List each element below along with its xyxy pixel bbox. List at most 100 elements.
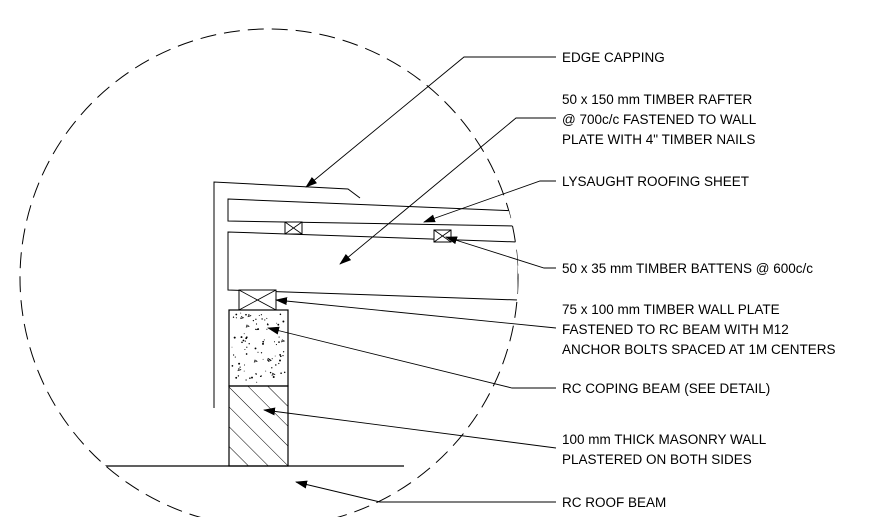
- stipple-dot: [262, 358, 264, 360]
- stipple-dot: [260, 314, 263, 316]
- stipple-dot: [245, 353, 248, 355]
- stipple-dot: [264, 319, 266, 321]
- stipple-dot: [280, 372, 282, 374]
- stipple-dot: [249, 377, 251, 379]
- stipple-dot: [238, 362, 241, 365]
- stipple-dot: [248, 343, 250, 345]
- label-coping-beam: RC COPING BEAM (SEE DETAIL): [562, 381, 770, 396]
- leader-battens: [445, 236, 556, 269]
- stipple-dot: [282, 320, 285, 323]
- timber-batten-2: [433, 229, 452, 243]
- leader-masonry-wall: [263, 407, 557, 449]
- stipple-dot: [246, 337, 248, 339]
- label-edge-capping: EDGE CAPPING: [562, 50, 665, 65]
- stipple-dot: [243, 339, 245, 341]
- stipple-dot: [237, 375, 240, 377]
- leader-roofing-sheet: [423, 180, 556, 223]
- stipple-dot: [254, 347, 257, 350]
- concrete-stipple: [231, 312, 286, 383]
- stipple-dot: [241, 341, 243, 344]
- label-wall-plate: 75 x 100 mm TIMBER WALL PLATE FASTENED T…: [562, 302, 836, 357]
- leader-edge-capping: [305, 56, 556, 188]
- stipple-dot: [232, 354, 235, 356]
- stipple-dot: [240, 336, 243, 339]
- label-masonry-wall: 100 mm THICK MASONRY WALL PLASTERED ON B…: [562, 432, 770, 467]
- leader-lines: [263, 56, 557, 503]
- masonry-wall-hatch: [228, 385, 289, 467]
- timber-batten-1: [284, 221, 303, 235]
- stipple-dot: [231, 346, 233, 348]
- stipple-dot: [260, 375, 262, 377]
- stipple-dot: [269, 371, 272, 374]
- stipple-dot: [233, 336, 236, 339]
- stipple-dot: [266, 317, 268, 319]
- stipple-dot: [231, 365, 234, 367]
- roofing-sheet: [227, 198, 518, 227]
- stipple-dot: [244, 348, 246, 351]
- stipple-dot: [243, 364, 246, 366]
- stipple-dot: [272, 376, 275, 378]
- stipple-aggregate: [240, 316, 245, 320]
- stipple-dot: [282, 351, 285, 353]
- stipple-dot: [252, 319, 255, 322]
- stipple-dot: [255, 318, 257, 320]
- label-rafter: 50 x 150 mm TIMBER RAFTER @ 700c/c FASTE…: [562, 92, 760, 147]
- leader-wall-plate: [275, 297, 557, 329]
- leader-rafter: [339, 117, 556, 265]
- stipple-dot: [279, 359, 281, 362]
- stipple-dot: [244, 340, 246, 342]
- stipple-dot: [234, 356, 236, 358]
- stipple-dot: [278, 341, 280, 343]
- stipple-aggregate: [245, 324, 250, 328]
- stipple-dot: [255, 323, 258, 325]
- stipple-aggregate: [237, 368, 242, 372]
- stipple-dot: [273, 341, 276, 343]
- stipple-dot: [260, 352, 263, 354]
- label-roofing-sheet: LYSAUGHT ROOFING SHEET: [562, 174, 749, 189]
- stipple-dot: [278, 336, 280, 338]
- stipple-aggregate: [247, 314, 252, 318]
- stipple-dot: [255, 328, 257, 330]
- stipple-dot: [235, 376, 238, 379]
- stipple-dot: [255, 373, 257, 374]
- leader-roof-beam: [295, 480, 556, 503]
- stipple-dot: [279, 355, 282, 358]
- stipple-dot: [266, 328, 268, 330]
- stipple-dot: [262, 342, 264, 345]
- stipple-dot: [246, 346, 248, 348]
- rc-coping-beam: [228, 309, 289, 387]
- stipple-dot: [261, 318, 263, 320]
- label-battens: 50 x 35 mm TIMBER BATTENS @ 600c/c: [562, 261, 813, 276]
- stipple-dot: [275, 364, 277, 366]
- stipple-dot: [278, 362, 280, 365]
- stipple-aggregate: [253, 359, 258, 363]
- stipple-dot: [267, 324, 269, 326]
- stipple-dot: [258, 314, 260, 317]
- stipple-aggregate: [281, 339, 286, 343]
- stipple-dot: [245, 313, 247, 316]
- stipple-dot: [277, 323, 280, 326]
- stipple-dot: [256, 381, 258, 383]
- stipple-dot: [263, 339, 265, 341]
- stipple-dot: [243, 370, 245, 372]
- stipple-dot: [235, 317, 237, 319]
- stipple-dot: [239, 366, 241, 368]
- stipple-aggregate: [271, 372, 276, 376]
- stipple-dot: [279, 313, 282, 316]
- stipple-dot: [232, 316, 235, 318]
- stipple-dot: [251, 376, 253, 379]
- timber-rafter: [227, 231, 518, 301]
- label-roof-beam: RC ROOF BEAM: [562, 495, 666, 510]
- stipple-dot: [283, 371, 286, 374]
- stipple-dot: [265, 370, 267, 372]
- stipple-dot: [262, 340, 265, 343]
- stipple-dot: [274, 355, 276, 357]
- stipple-dot: [243, 333, 245, 335]
- stipple-dot: [257, 328, 260, 331]
- stipple-aggregate: [267, 358, 272, 362]
- leader-coping-beam: [267, 326, 556, 389]
- stipple-dot: [240, 312, 242, 314]
- stipple-dot: [282, 355, 284, 357]
